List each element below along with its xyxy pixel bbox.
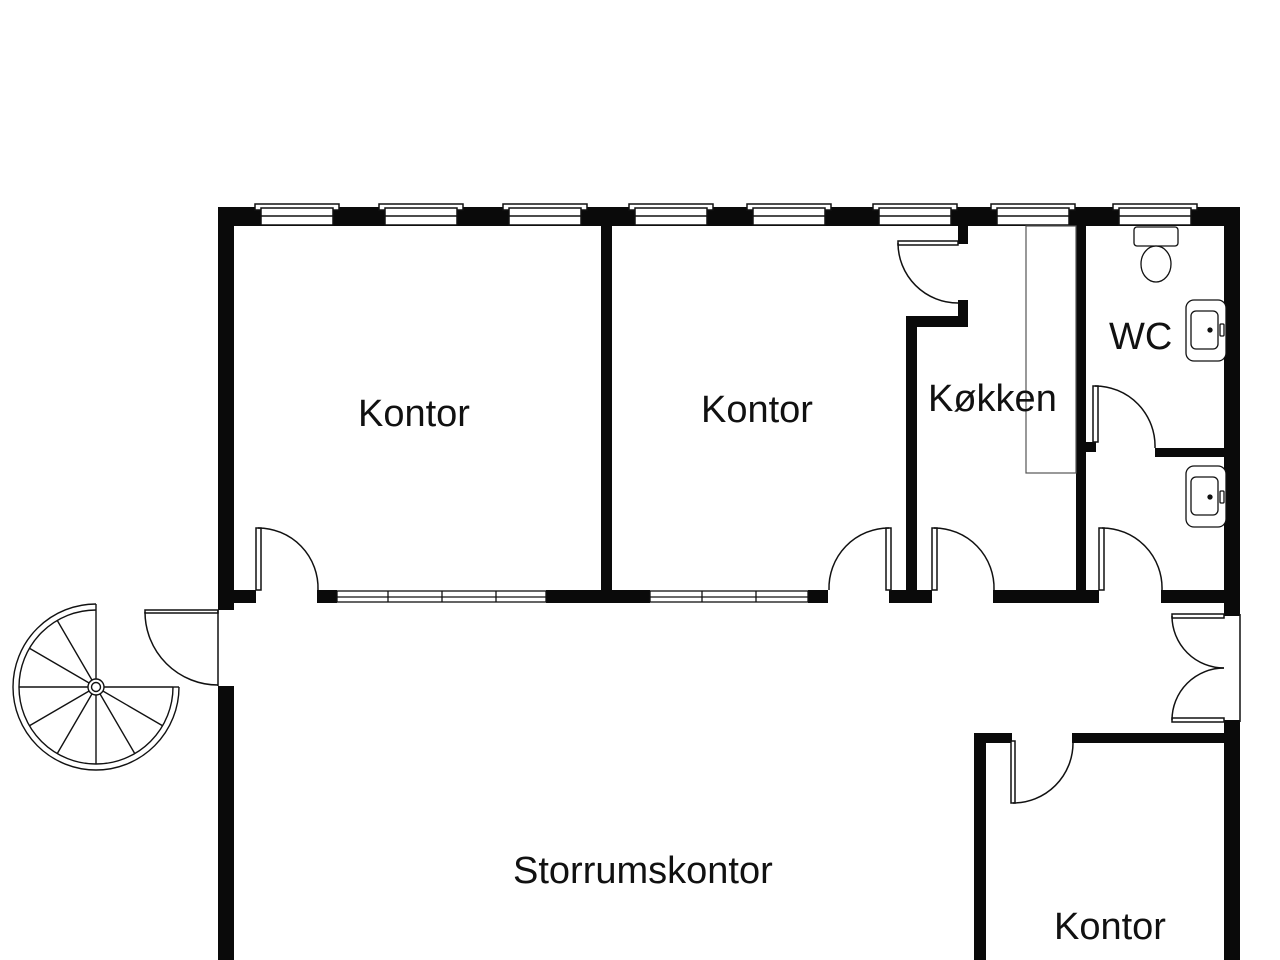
sink-icon	[1185, 299, 1227, 528]
inner-windows	[336, 590, 809, 603]
room-label-kontor-1: Kontor	[358, 393, 470, 435]
spiral-staircase-icon	[12, 603, 180, 771]
top-windows	[254, 203, 1198, 226]
kitchen-counter	[1025, 225, 1077, 474]
room-label-kontor-2: Kontor	[701, 389, 813, 431]
toilet-icon	[1133, 226, 1179, 283]
exterior-walls	[218, 207, 1240, 960]
interior-walls	[234, 226, 1240, 960]
room-label-kokken: Køkken	[928, 378, 1057, 420]
room-label-kontor-3: Kontor	[1054, 906, 1166, 948]
room-label-wc: WC	[1109, 316, 1173, 358]
room-label-storrumskontor: Storrumskontor	[513, 850, 773, 892]
doors	[144, 240, 1241, 804]
